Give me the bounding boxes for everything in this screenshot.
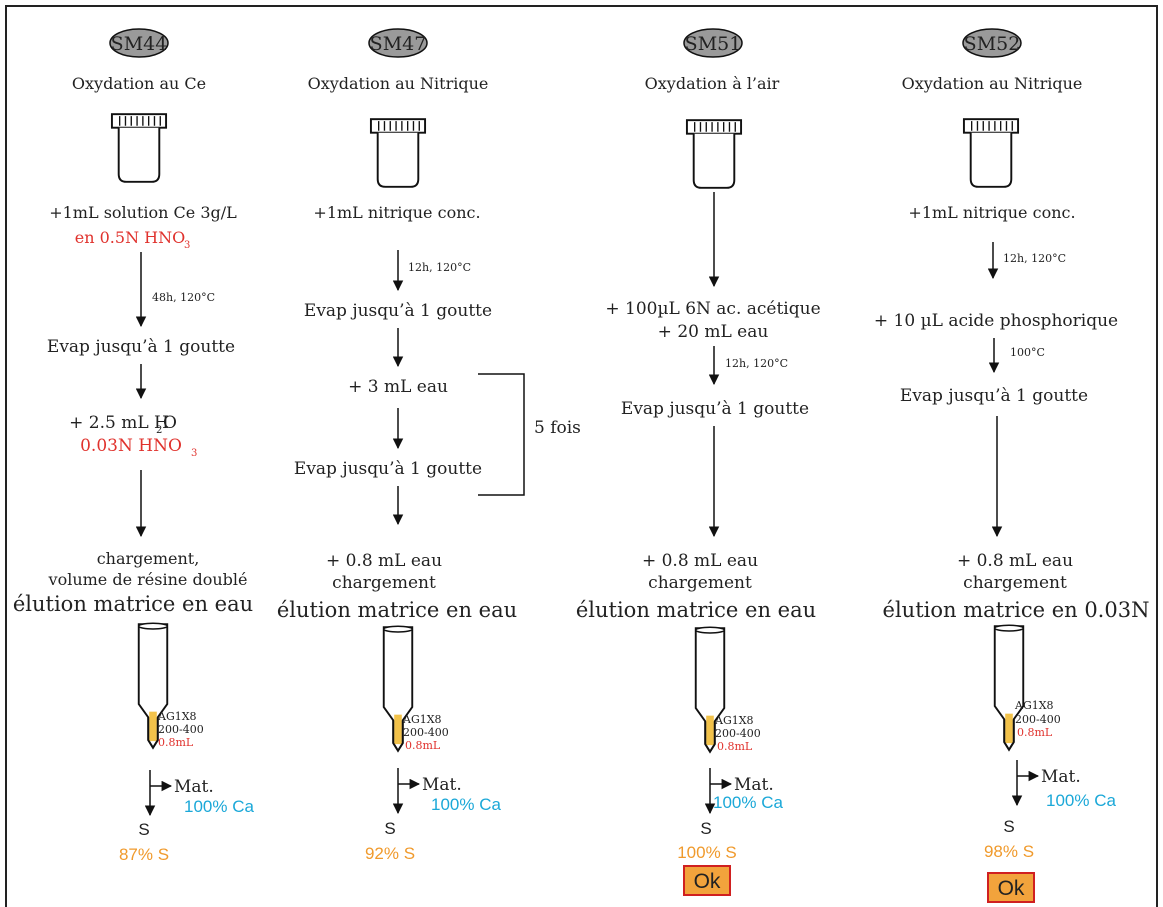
ok-badge	[987, 872, 1035, 903]
step-conditions: 100°C	[1010, 346, 1045, 359]
sample-id-badge	[109, 28, 169, 58]
sulfur-yield: 92% S	[365, 844, 415, 863]
step-add-water: + 3 mL eau	[348, 377, 448, 397]
column-sm47: SM47 Oxydation au Nitrique +1mL nitrique…	[277, 28, 581, 863]
step-acid: 0.03N HNO	[80, 436, 182, 456]
calcium-recovery: 100% Ca	[431, 795, 501, 814]
subscript: 3	[191, 448, 197, 459]
step-reagent: +1mL nitrique conc.	[908, 203, 1075, 222]
step-conditions: 12h, 120°C	[408, 261, 471, 274]
step-add-water: + 0.8 mL eau	[957, 551, 1073, 571]
subscript: 2	[156, 425, 162, 436]
ok-label: Ok	[998, 877, 1025, 900]
calcium-recovery: 100% Ca	[184, 797, 254, 816]
step-reagent: +1mL solution Ce 3g/L	[49, 203, 237, 222]
sample-id: SM44	[111, 33, 168, 55]
sample-id: SM51	[685, 33, 742, 55]
step-reagent: + 100µL 6N ac. acétique	[605, 299, 820, 319]
resin-volume: 0.8mL	[158, 736, 194, 749]
step-evap-repeat: Evap jusqu’à 1 goutte	[294, 459, 482, 479]
sample-vial-icon	[110, 113, 168, 183]
step-elution: élution matrice en eau	[13, 592, 253, 616]
subscript: 3	[184, 240, 190, 251]
ok-label: Ok	[694, 870, 721, 893]
sample-id: SM52	[964, 33, 1021, 55]
step-loading: chargement,	[97, 549, 200, 568]
method-label: Oxydation au Nitrique	[308, 74, 489, 93]
sample-vial-icon	[369, 118, 427, 188]
sulfur-fraction: S	[384, 819, 395, 838]
resin-volume: 0.8mL	[717, 740, 753, 753]
repeat-count: 5 fois	[534, 418, 581, 438]
step-elution: élution matrice en 0.03N	[883, 598, 1150, 622]
step-evap: Evap jusqu’à 1 goutte	[304, 301, 492, 321]
sample-id-badge	[962, 28, 1022, 58]
sample-id: SM47	[370, 33, 427, 55]
calcium-recovery: 100% Ca	[1046, 791, 1116, 810]
matrix-label: Mat.	[734, 775, 774, 795]
sulfur-fraction: S	[700, 819, 711, 838]
step-elution: élution matrice en eau	[576, 598, 816, 622]
sample-id-badge	[368, 28, 428, 58]
step-conditions: 12h, 120°C	[725, 357, 788, 370]
column-sm51: SM51 Oxydation à l’air + 100µL 6N ac. ac…	[576, 28, 821, 896]
resin-type: AG1X8	[1014, 699, 1054, 712]
resin-type: AG1X8	[714, 714, 754, 727]
resin-mesh: 200-400	[1015, 713, 1061, 726]
sample-id-badge	[683, 28, 743, 58]
step-reagent: +1mL nitrique conc.	[313, 203, 480, 222]
method-label: Oxydation à l’air	[645, 74, 780, 93]
sample-vial-icon	[685, 119, 743, 189]
step-elution: élution matrice en eau	[277, 598, 517, 622]
sulfur-yield: 87% S	[119, 845, 169, 864]
resin-mesh: 200-400	[403, 726, 449, 739]
method-label: Oxydation au Ce	[72, 74, 206, 93]
diagram-border	[5, 5, 1158, 907]
sulfur-yield: 98% S	[984, 842, 1034, 861]
matrix-label: Mat.	[422, 775, 462, 795]
sulfur-fraction: S	[1003, 817, 1014, 836]
step-evap: Evap jusqu’à 1 goutte	[47, 337, 235, 357]
matrix-label: Mat.	[174, 777, 214, 797]
step-reagent-acid: en 0.5N HNO	[75, 228, 185, 247]
sulfur-yield: 100% S	[677, 843, 737, 862]
column-sm44: SM44 Oxydation au Ce +1mL solution Ce 3g…	[13, 28, 254, 864]
step-add-water: + 0.8 mL eau	[642, 551, 758, 571]
resin-mesh: 200-400	[158, 723, 204, 736]
step-evap: Evap jusqu’à 1 goutte	[900, 386, 1088, 406]
resin-type: AG1X8	[402, 713, 442, 726]
resin-type: AG1X8	[157, 710, 197, 723]
sample-vial-icon	[962, 118, 1020, 188]
step-loading: chargement	[963, 573, 1067, 593]
step-reagent: + 10 µL acide phosphorique	[874, 311, 1118, 331]
method-label: Oxydation au Nitrique	[902, 74, 1083, 93]
step-loading: chargement	[332, 573, 436, 593]
calcium-recovery: 100% Ca	[713, 793, 783, 812]
step-resin-volume: volume de résine doublé	[48, 570, 248, 589]
column-sm52: SM52 Oxydation au Nitrique +1mL nitrique…	[874, 28, 1150, 903]
step-conditions: 48h, 120°C	[152, 291, 215, 304]
step-add-water: + 2.5 mL H	[69, 413, 169, 433]
ok-badge	[683, 865, 731, 896]
repeat-bracket	[478, 373, 525, 496]
matrix-label: Mat.	[1041, 767, 1081, 787]
step-add-water-suffix: O	[163, 413, 177, 433]
step-loading: chargement	[648, 573, 752, 593]
step-evap: Evap jusqu’à 1 goutte	[621, 399, 809, 419]
step-add-water: + 20 mL eau	[658, 322, 769, 342]
step-add-water: + 0.8 mL eau	[326, 551, 442, 571]
step-conditions: 12h, 120°C	[1003, 252, 1066, 265]
resin-mesh: 200-400	[715, 727, 761, 740]
resin-volume: 0.8mL	[405, 739, 441, 752]
sulfur-fraction: S	[138, 820, 149, 839]
resin-volume: 0.8mL	[1017, 726, 1053, 739]
